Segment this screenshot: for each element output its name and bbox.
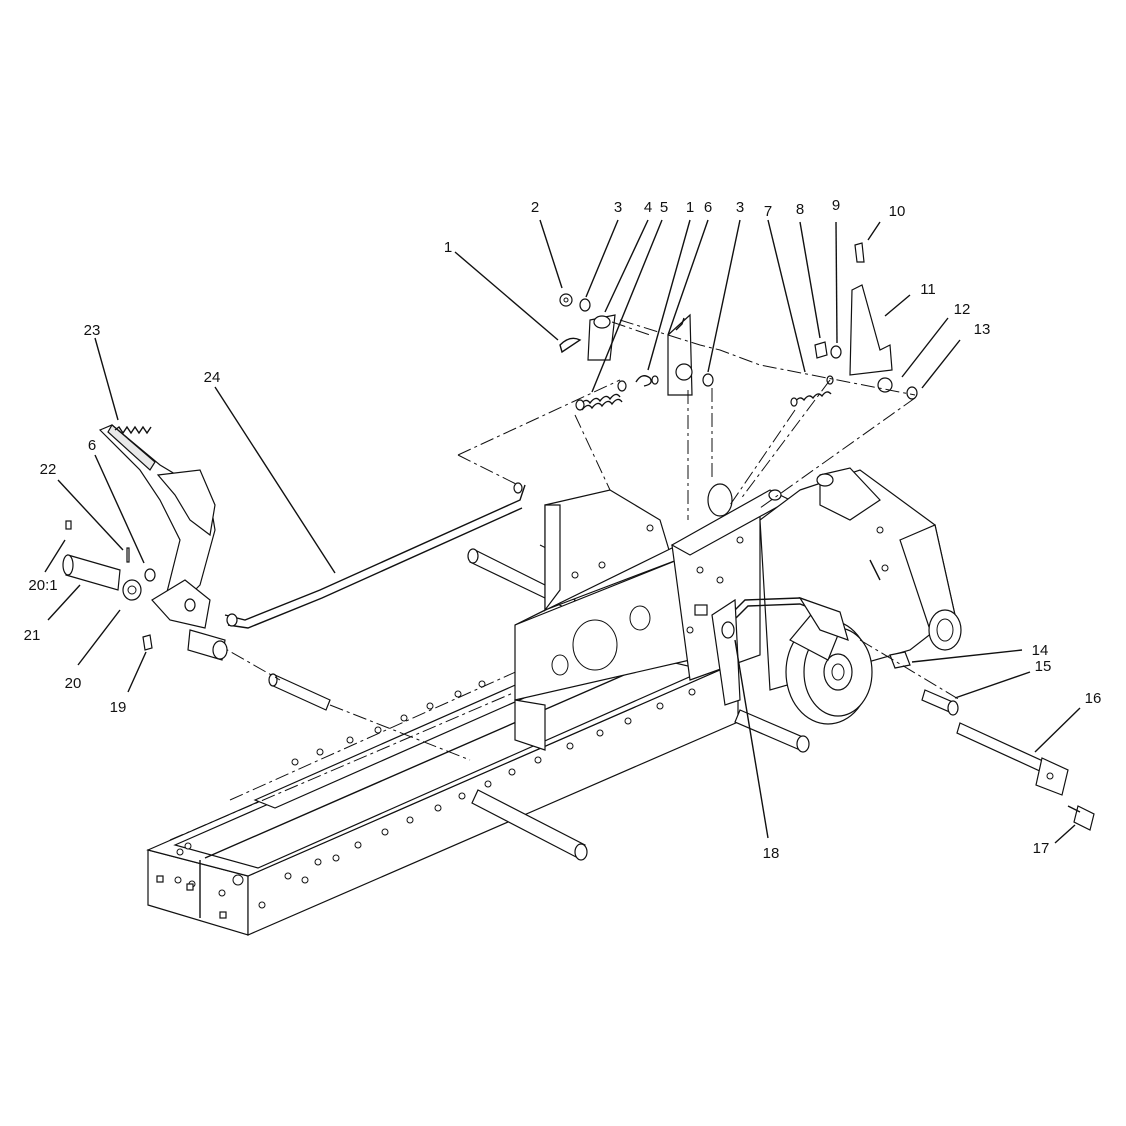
callout-21: 21 bbox=[24, 627, 41, 644]
center-bracket bbox=[514, 489, 692, 751]
clip-1 bbox=[559, 337, 582, 354]
callout-11: 11 bbox=[920, 281, 936, 298]
side-plate bbox=[670, 489, 792, 681]
spring-7 bbox=[790, 375, 834, 407]
callout-17: 17 bbox=[1033, 840, 1050, 857]
callout-9: 9 bbox=[832, 197, 840, 214]
lever-plate-6 bbox=[635, 313, 714, 396]
callout-6-left: 6 bbox=[88, 437, 96, 454]
brake-linkage-rod bbox=[711, 596, 849, 706]
callout-6-top: 6 bbox=[704, 199, 712, 216]
callout-3-right: 3 bbox=[736, 199, 744, 216]
callout-10: 10 bbox=[889, 203, 906, 220]
pedal-hub-parts bbox=[62, 520, 228, 661]
callout-12: 12 bbox=[954, 301, 971, 318]
callout-7: 7 bbox=[764, 203, 772, 220]
spring-5 bbox=[575, 380, 627, 411]
callout-3-left: 3 bbox=[614, 199, 622, 216]
leader-lines bbox=[44, 219, 1081, 844]
washer-2 bbox=[559, 293, 573, 307]
callout-18: 18 bbox=[763, 845, 780, 862]
callout-1-right: 1 bbox=[686, 199, 694, 216]
main-frame bbox=[146, 635, 740, 936]
parts-8-13 bbox=[814, 242, 918, 400]
frame-holes bbox=[174, 680, 696, 909]
callout-13: 13 bbox=[974, 321, 991, 338]
brake-pedal bbox=[98, 424, 216, 629]
cross-shaft-rear bbox=[734, 709, 810, 753]
callout-20-1: 20:1 bbox=[28, 577, 57, 594]
callout-16: 16 bbox=[1085, 690, 1102, 707]
callout-1-left: 1 bbox=[444, 239, 452, 256]
callout-5: 5 bbox=[660, 199, 668, 216]
callout-19: 19 bbox=[110, 699, 127, 716]
assembly-guide-lines bbox=[457, 319, 916, 520]
parts-14-17 bbox=[859, 639, 1095, 831]
callout-23: 23 bbox=[84, 322, 101, 339]
callout-15: 15 bbox=[1035, 658, 1052, 675]
bushing-3 bbox=[579, 298, 591, 312]
callout-14: 14 bbox=[1032, 642, 1049, 659]
callout-labels: 1 2 3 4 5 1 6 3 7 8 9 10 11 12 13 23 24 … bbox=[24, 197, 1102, 862]
pulley-drum bbox=[785, 609, 873, 725]
pedal-rod-24 bbox=[224, 482, 526, 629]
bracket-4 bbox=[587, 314, 651, 361]
callout-20: 20 bbox=[65, 675, 82, 692]
callout-8: 8 bbox=[796, 201, 804, 218]
callout-24: 24 bbox=[204, 369, 221, 386]
callout-22: 22 bbox=[40, 461, 57, 478]
callout-4: 4 bbox=[644, 199, 652, 216]
callout-2: 2 bbox=[531, 199, 539, 216]
